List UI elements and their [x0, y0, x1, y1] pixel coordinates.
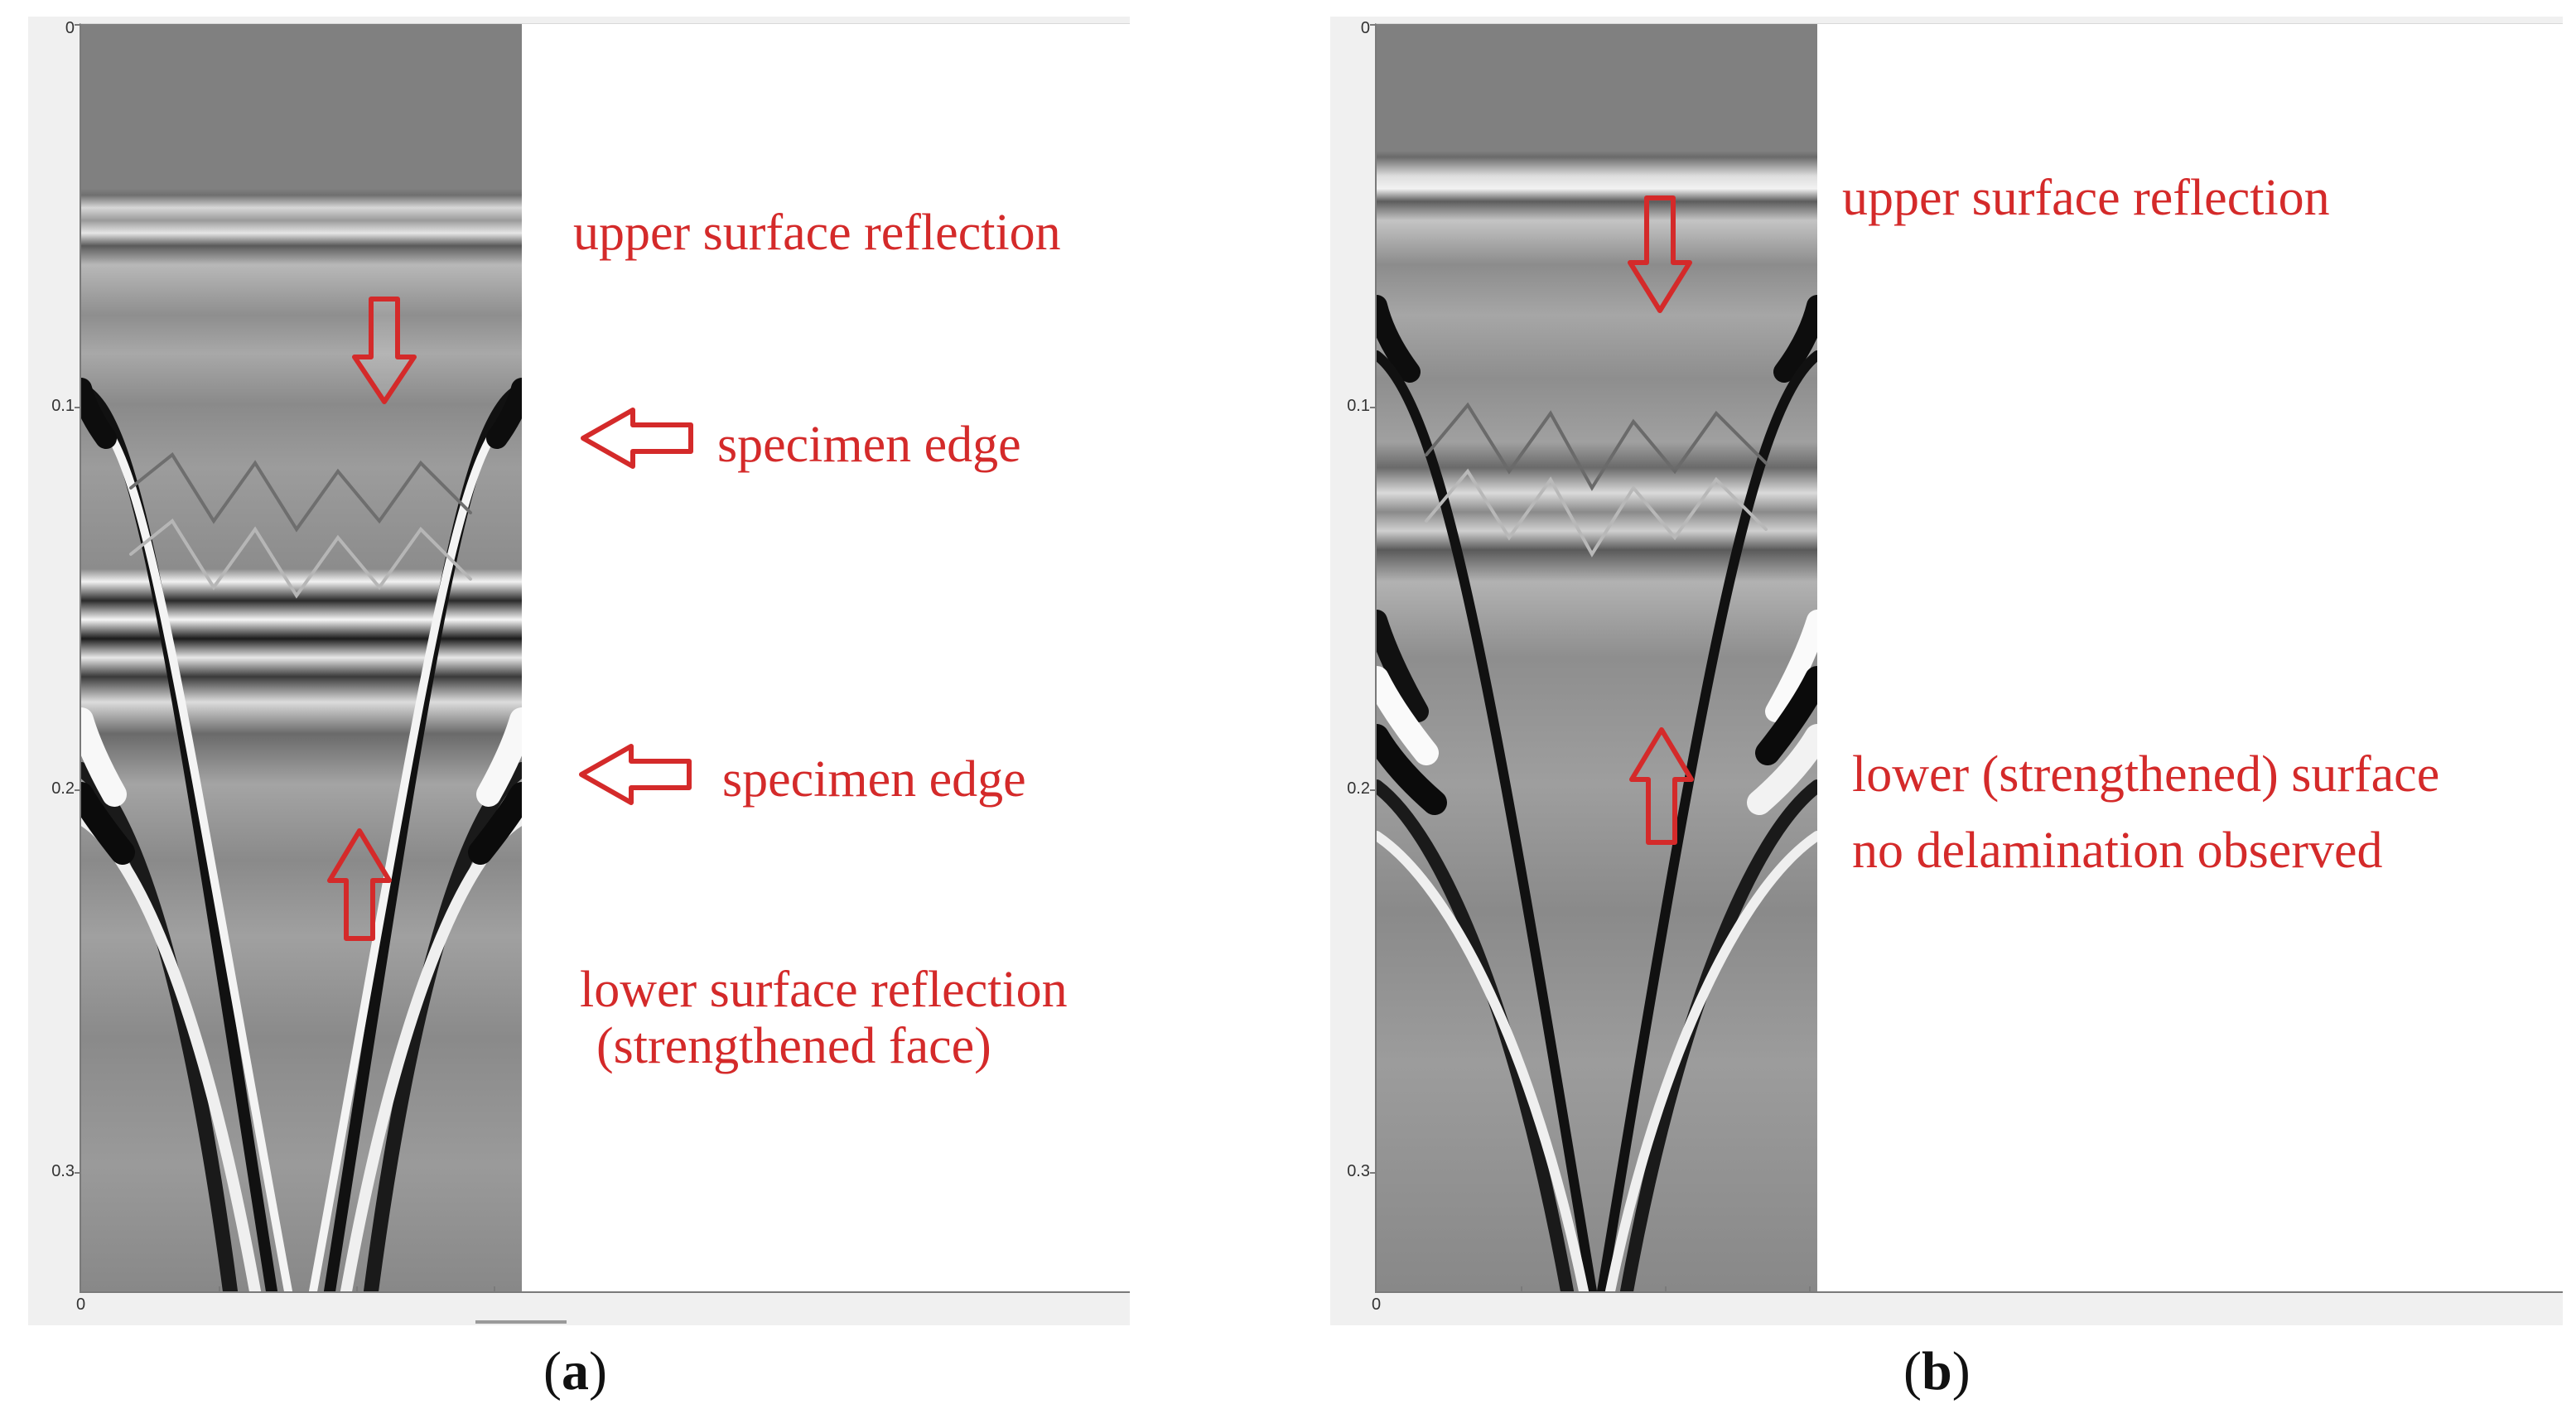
y-tick-mark [1370, 789, 1377, 791]
arrow-down-icon [1628, 195, 1692, 313]
annotation-upper-surface: upper surface reflection [573, 205, 1061, 261]
y-tick-label: 0.3 [51, 1162, 75, 1180]
y-tick-label: 0.1 [1347, 397, 1370, 415]
panel-b: 0 0.1 0.2 0.3 upper surface reflection l… [1330, 17, 2563, 1325]
y-tick-label: 0 [1360, 19, 1370, 37]
annotation-strengthened-face: (strengthened face) [596, 1018, 991, 1074]
x-tick-mark [1809, 1286, 1811, 1291]
y-tick-label: 0 [65, 19, 75, 37]
caption-letter: a [561, 1341, 589, 1401]
y-tick-label: 0.2 [51, 779, 75, 798]
arrow-up-icon [327, 828, 392, 941]
caption-a: (a) [543, 1340, 607, 1403]
caption-open: ( [1903, 1341, 1922, 1401]
x-tick-mark [356, 1286, 358, 1291]
y-tick-mark [75, 789, 81, 791]
arrow-left-icon [581, 408, 693, 469]
y-tick-mark [1370, 1172, 1377, 1174]
annotation-upper-surface: upper surface reflection [1842, 170, 2330, 226]
x-tick-mark [1665, 1286, 1667, 1291]
arrow-up-icon [1629, 727, 1694, 845]
y-tick-mark [1370, 407, 1377, 408]
arrow-down-icon [352, 297, 417, 404]
annotation-lower-surface: lower (strengthened) surface [1852, 746, 2440, 803]
radargram-image-b [1377, 24, 1817, 1291]
scrollbar-thumb[interactable] [475, 1320, 567, 1324]
y-tick-mark [1370, 24, 1377, 26]
x-tick-mark [1521, 1286, 1522, 1291]
x-tick-mark [494, 1286, 495, 1291]
panel-a: 0 0.1 0.2 0.3 upper surface reflection s… [28, 17, 1130, 1325]
plot-area-a: 0 0.1 0.2 0.3 upper surface reflection s… [51, 19, 1130, 1293]
caption-b: (b) [1903, 1340, 1971, 1403]
annotation-specimen-edge: specimen edge [717, 417, 1021, 473]
x-tick-label: 0 [1372, 1295, 1382, 1314]
annotation-lower-surface: lower surface reflection [580, 962, 1068, 1018]
x-tick-mark [219, 1286, 220, 1291]
plot-area-b: 0 0.1 0.2 0.3 upper surface reflection l… [1347, 19, 2563, 1293]
caption-open: ( [543, 1341, 562, 1401]
y-tick-mark [75, 1172, 81, 1174]
x-tick-label: 0 [76, 1295, 86, 1314]
y-tick-label: 0.1 [51, 397, 75, 415]
radargram-image-a [81, 24, 522, 1291]
caption-close: ) [588, 1341, 607, 1401]
y-tick-mark [75, 407, 81, 408]
y-tick-label: 0.2 [1347, 779, 1370, 798]
y-tick-label: 0.3 [1347, 1162, 1370, 1180]
annotation-specimen-edge: specimen edge [722, 751, 1026, 808]
annotation-no-delamination: no delamination observed [1852, 823, 2383, 879]
y-tick-mark [75, 24, 81, 26]
caption-letter: b [1921, 1341, 1952, 1401]
arrow-left-icon [579, 744, 692, 805]
caption-close: ) [1951, 1341, 1971, 1401]
